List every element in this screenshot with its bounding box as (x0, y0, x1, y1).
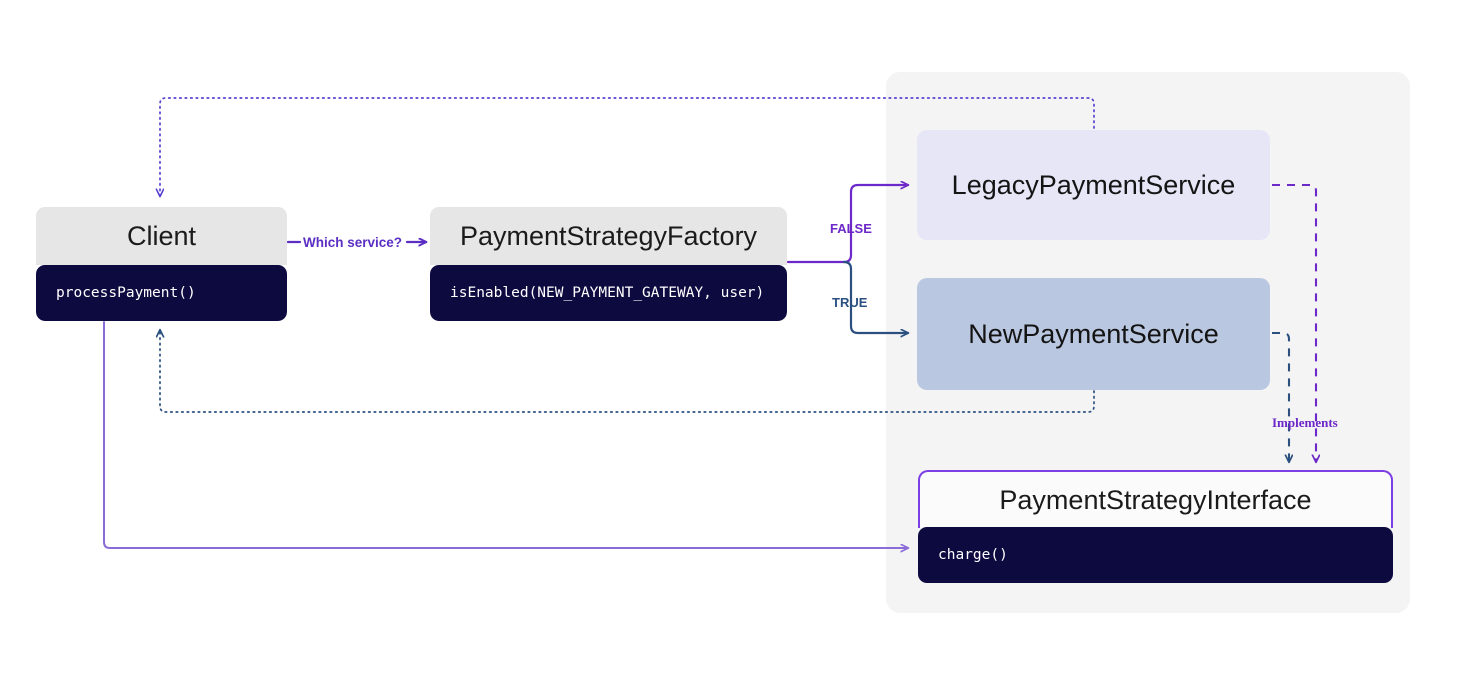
edge-client-to-charge (103, 321, 908, 548)
node-client-title: Client (36, 207, 287, 265)
node-client[interactable]: Client processPayment() (36, 207, 287, 321)
edge-label-implements: Implements (1272, 415, 1338, 430)
node-legacy-payment-service[interactable]: LegacyPaymentService (917, 130, 1270, 240)
edge-label-true: TRUE (832, 295, 868, 310)
node-client-method: processPayment() (36, 265, 287, 321)
node-factory-method: isEnabled(NEW_PAYMENT_GATEWAY, user) (430, 265, 787, 321)
node-interface-title: PaymentStrategyInterface (918, 470, 1393, 528)
edge-label-false: FALSE (830, 221, 872, 236)
node-new-payment-service-label: NewPaymentService (968, 318, 1219, 349)
node-legacy-payment-service-label: LegacyPaymentService (951, 169, 1236, 200)
node-payment-strategy-interface[interactable]: PaymentStrategyInterface charge() (918, 470, 1393, 584)
node-factory-title: PaymentStrategyFactory (430, 207, 787, 265)
node-interface-method: charge() (918, 527, 1393, 583)
node-payment-strategy-factory[interactable]: PaymentStrategyFactory isEnabled(NEW_PAY… (430, 207, 787, 321)
node-new-payment-service[interactable]: NewPaymentService (917, 278, 1270, 390)
edge-label-which-service: Which service? (303, 235, 403, 250)
